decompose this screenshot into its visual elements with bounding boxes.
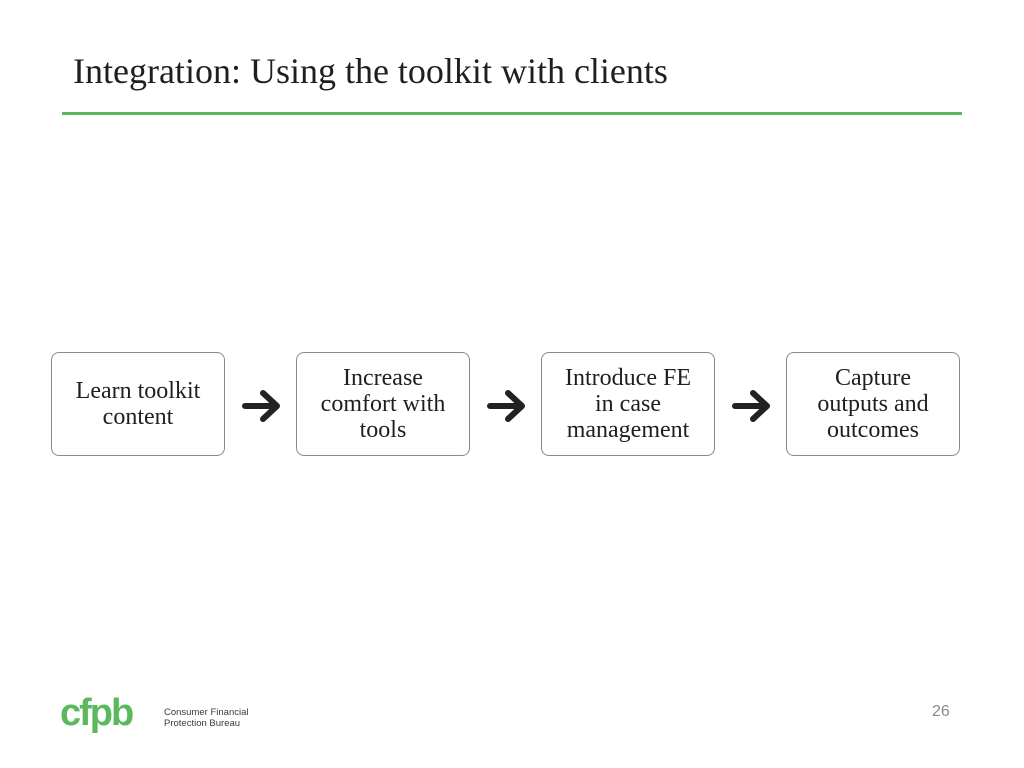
logo-text: Consumer Financial Protection Bureau (164, 707, 248, 729)
title-divider (62, 112, 962, 115)
step-line: management (566, 417, 690, 443)
step-box-comfort: Increase comfort with tools (296, 352, 470, 456)
arrow-right-icon (732, 390, 770, 422)
logo-line: Protection Bureau (164, 718, 241, 729)
step-box-introduce: Introduce FE in case management (541, 352, 715, 456)
step-box-learn: Learn toolkit content (51, 352, 225, 456)
step-line: Capture (835, 365, 911, 391)
process-flow: Learn toolkit content Increase comfort w… (51, 352, 962, 458)
step-line: Learn toolkit (75, 378, 201, 404)
step-line: content (102, 404, 174, 430)
cfpb-logo: cfpb Consumer Financial Protection Burea… (60, 694, 250, 738)
step-line: Introduce FE (565, 365, 691, 391)
arrow-right-icon (487, 390, 525, 422)
step-line: tools (359, 417, 407, 443)
step-line: Increase (343, 365, 423, 391)
step-line: comfort with (320, 391, 446, 417)
slide-title: Integration: Using the toolkit with clie… (73, 51, 668, 91)
arrow-right-icon (242, 390, 280, 422)
step-line: outcomes (827, 417, 919, 443)
step-line: outputs and (817, 391, 929, 417)
logo-line: Consumer Financial (164, 707, 249, 718)
step-box-capture: Capture outputs and outcomes (786, 352, 960, 456)
page-number: 26 (932, 703, 950, 720)
logo-mark: cfpb (60, 692, 134, 734)
step-line: in case (595, 391, 661, 417)
